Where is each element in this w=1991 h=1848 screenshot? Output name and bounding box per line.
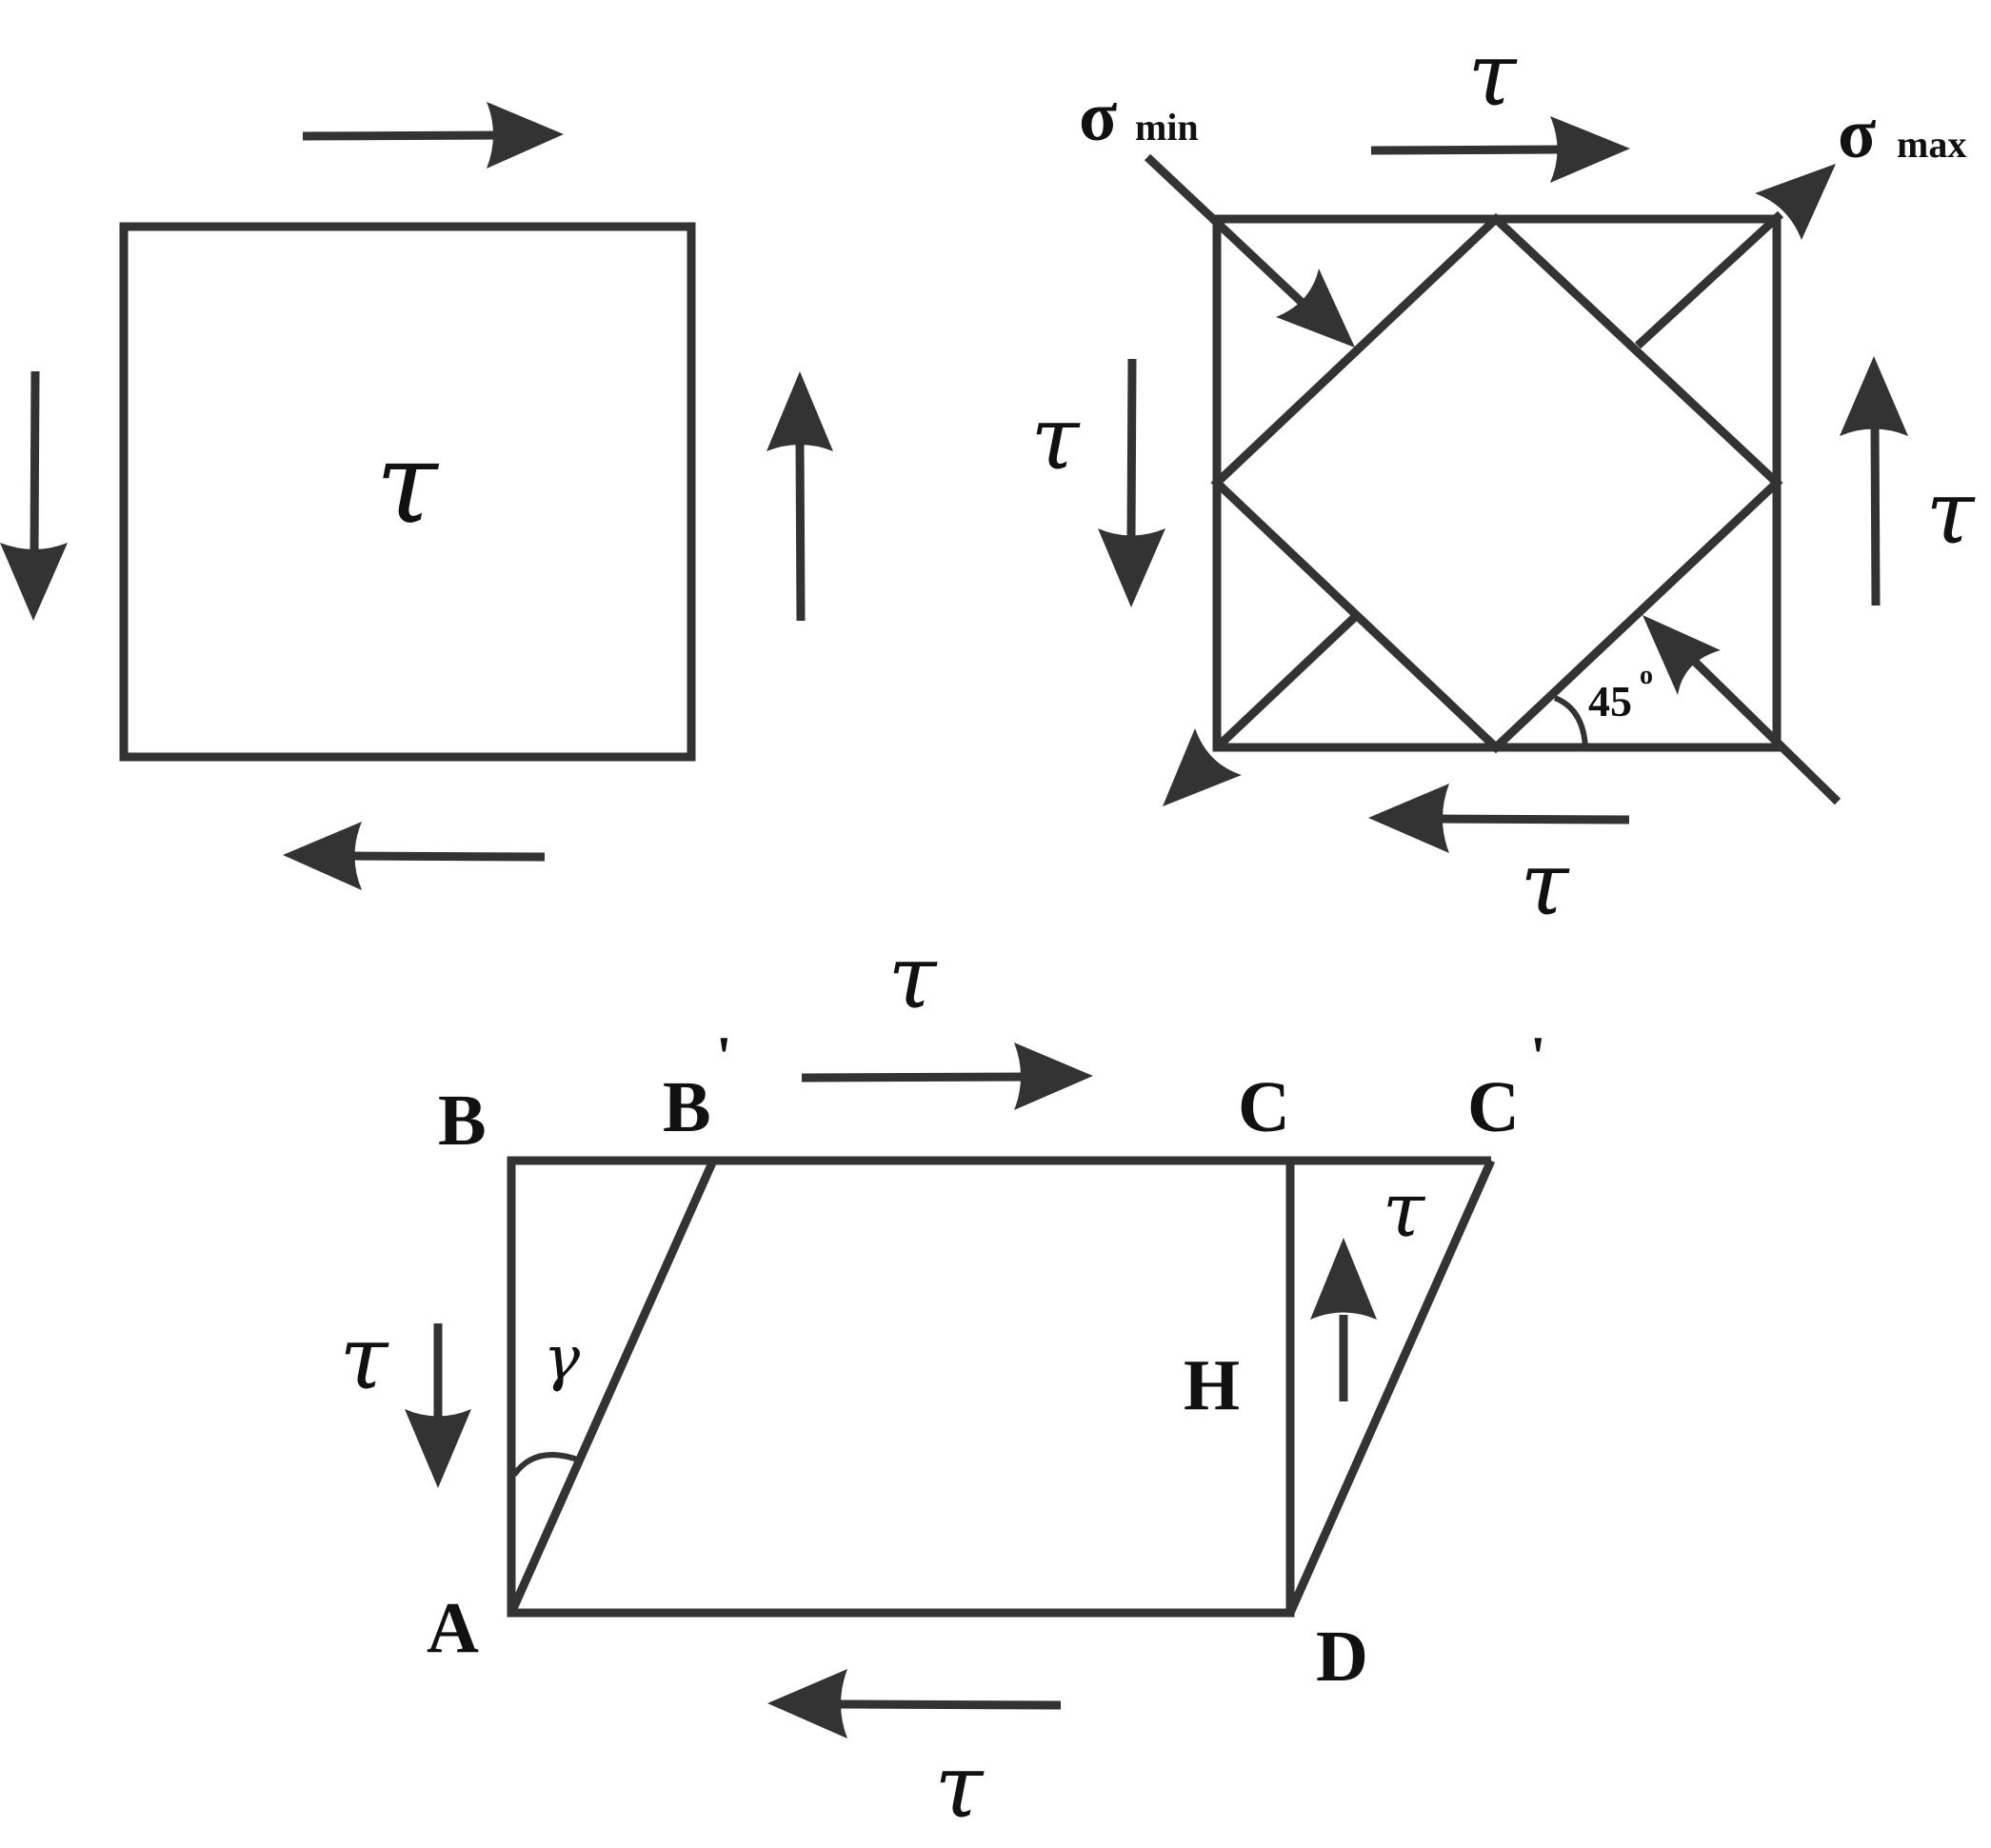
shear-arrow-right	[767, 371, 833, 622]
shear-strain-panel: τ τ τ τ γ B B ' C C ' H A D	[340, 926, 1546, 1838]
original-element-rect	[507, 1156, 1295, 1618]
shear-arrow-top	[801, 1043, 1093, 1110]
tau-right-label: τ	[1383, 1165, 1426, 1254]
sigma-max-subscript: max	[1897, 123, 1966, 166]
pure-shear-panel: τ	[0, 102, 833, 890]
tau-right-label: τ	[1926, 462, 1977, 564]
deformed-left-edge	[507, 1159, 718, 1615]
sigma-min-subscript: min	[1135, 106, 1199, 149]
point-label-a: A	[427, 1588, 479, 1668]
sigma-min-symbol: σ	[1079, 78, 1117, 156]
prime-mark-b: '	[716, 1025, 732, 1088]
stress-element-square	[119, 222, 696, 762]
gamma-angle-arc	[511, 1452, 585, 1477]
deformed-right-edge	[1285, 1159, 1496, 1615]
shear-arrow-bottom	[1368, 784, 1630, 853]
tau-bottom-label: τ	[1521, 833, 1571, 935]
shear-arrow-right	[1310, 1238, 1377, 1401]
angle-value-label: 45	[1588, 677, 1632, 725]
shear-arrow-right	[1840, 356, 1908, 606]
point-label-h: H	[1184, 1345, 1240, 1425]
center-tau-label: τ	[375, 417, 439, 548]
tau-left-label: τ	[340, 1307, 390, 1409]
shear-arrow-bottom	[767, 1669, 1062, 1739]
shear-arrow-top	[1370, 116, 1630, 183]
shear-arrow-bottom	[283, 822, 546, 890]
angle-degree-mark: o	[1640, 661, 1653, 690]
point-label-d: D	[1316, 1617, 1368, 1697]
sigma-min-arrow-top-left	[1144, 153, 1355, 348]
shear-arrow-top	[302, 102, 564, 169]
gamma-label: γ	[544, 1323, 581, 1394]
tau-top-label: τ	[888, 926, 939, 1028]
point-label-c-prime: C	[1467, 1067, 1520, 1147]
tau-top-label: τ	[1468, 24, 1519, 126]
sigma-max-symbol: σ	[1838, 95, 1876, 173]
sigma-max-arrow-top-right	[1634, 164, 1836, 349]
point-label-b-prime: B	[663, 1067, 711, 1147]
shear-arrow-left	[1098, 358, 1165, 607]
point-label-c: C	[1238, 1067, 1290, 1147]
shear-arrow-left	[0, 370, 68, 621]
tau-bottom-label: τ	[935, 1736, 986, 1838]
point-label-b: B	[438, 1081, 487, 1161]
prime-mark-c: '	[1530, 1025, 1546, 1088]
tau-left-label: τ	[1031, 387, 1082, 489]
rotated-element-diamond	[1210, 212, 1783, 754]
shear-arrow-left	[405, 1323, 471, 1488]
principal-stress-panel: τ τ τ τ σ min σ max 45 o	[1031, 24, 1977, 935]
sigma-min-arrow-bottom-right	[1643, 615, 1842, 805]
angle-arc	[1553, 695, 1588, 748]
sigma-max-arrow-bottom-left	[1163, 613, 1359, 806]
